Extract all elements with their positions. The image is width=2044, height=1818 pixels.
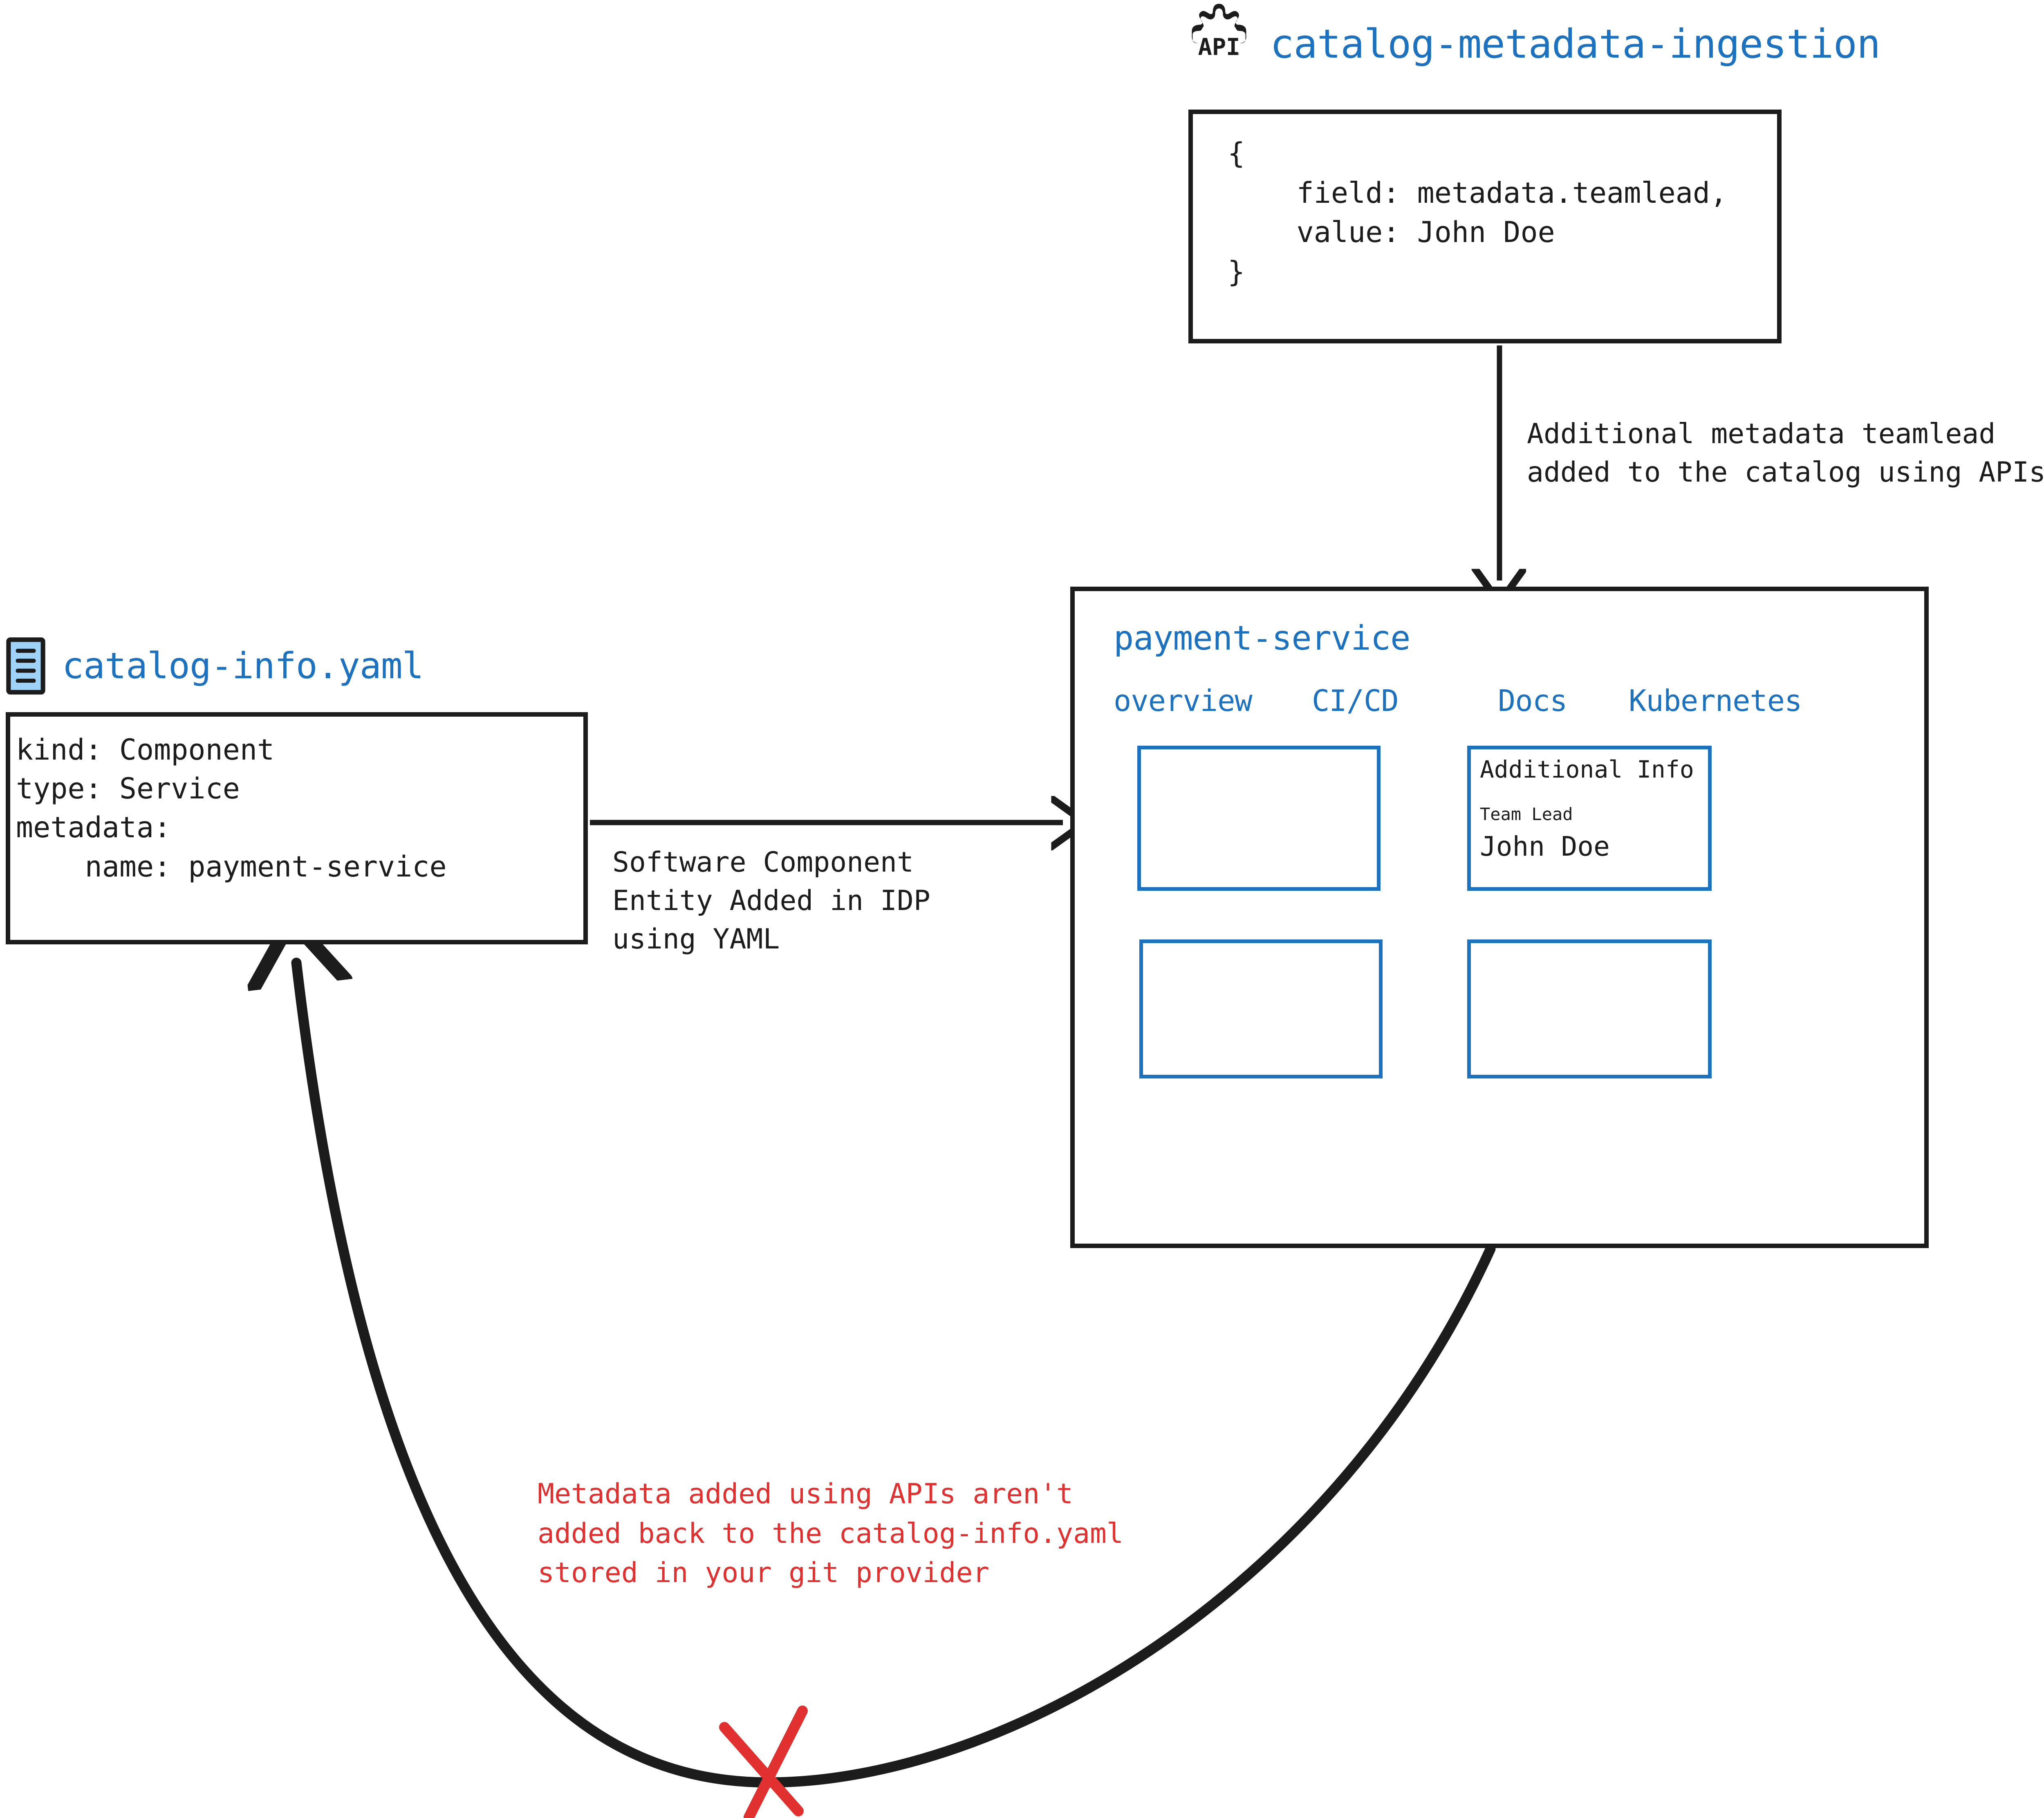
yaml-code-content: kind: Component type: Service metadata: … [16,733,447,883]
tab-kubernetes[interactable]: Kubernetes [1629,684,1802,718]
yaml-file-icon [6,637,45,695]
additional-info-card[interactable]: Additional Info Team Lead John Doe [1467,746,1712,891]
team-lead-label: Team Lead [1480,804,1573,824]
api-gear-icon: API [1192,3,1246,71]
tab-ci-cd[interactable]: CI/CD [1312,684,1399,718]
overview-card[interactable] [1137,746,1381,891]
team-lead-value: John Doe [1480,831,1610,862]
tab-docs[interactable]: Docs [1498,684,1567,718]
idp-tab-bar: overview CI/CD Docs Kubernetes [1114,686,1890,719]
tab-overview[interactable]: overview [1114,684,1253,718]
edge-label-api-to-panel: Additional metadata teamlead added to th… [1527,418,2044,489]
yaml-node: catalog-info.yaml kind: Component type: … [6,637,588,944]
api-json-payload: { field: metadata.teamlead, value: John … [1228,137,1728,289]
additional-info-title: Additional Info [1480,755,1694,783]
edge-label-yaml-to-panel: Software Component Entity Added in IDP u… [612,846,930,955]
yaml-code-box: kind: Component type: Service metadata: … [6,712,588,944]
api-node: API catalog-metadata-ingestion { field: … [1188,3,1880,343]
yaml-node-title: catalog-info.yaml [62,645,424,687]
api-icon-label: API [1198,34,1240,61]
red-x-mark [719,1706,808,1818]
idp-entity-title: payment-service [1114,619,1411,658]
api-json-box: { field: metadata.teamlead, value: John … [1188,110,1782,343]
idp-entity-panel: payment-service overview CI/CD Docs Kube… [1070,587,1929,1248]
bottom-right-card[interactable] [1467,939,1712,1078]
api-node-header: API catalog-metadata-ingestion [1180,0,1880,88]
warning-annotation: Metadata added using APIs aren't added b… [538,1478,1123,1589]
yaml-node-header: catalog-info.yaml [6,627,424,705]
api-node-title: catalog-metadata-ingestion [1270,21,1880,67]
bottom-left-card[interactable] [1139,939,1383,1078]
